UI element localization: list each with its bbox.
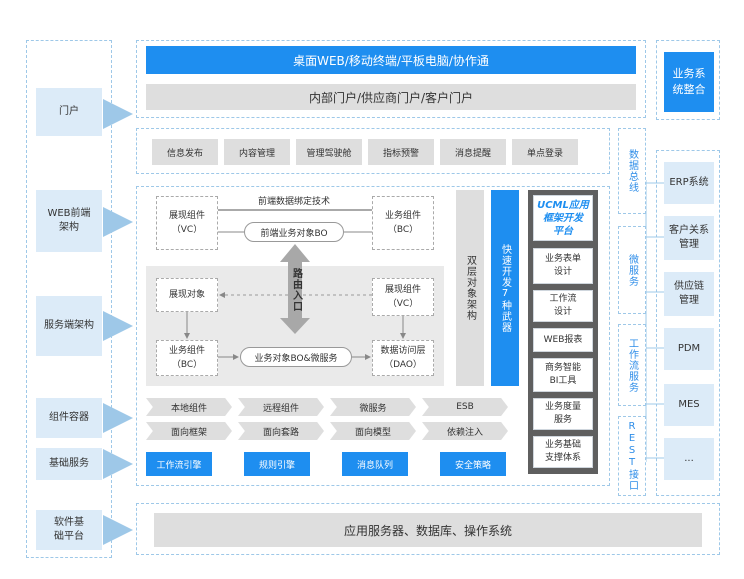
platform-bar: 应用服务器、数据库、操作系统	[154, 513, 702, 547]
container-microservice: 微服务	[330, 398, 416, 416]
ucml-form-design: 业务表单 设计	[533, 248, 593, 284]
tab-single-sign-on: 单点登录	[512, 139, 578, 165]
server-bc-box: 业务组件 （BC）	[156, 340, 218, 376]
tab-content-management: 内容管理	[224, 139, 290, 165]
device-bar: 桌面WEB/移动终端/平板电脑/协作通	[146, 46, 636, 74]
workflow-service-side: 工作流服务	[618, 324, 646, 406]
tab-message-reminder: 消息提醒	[440, 139, 506, 165]
server-arch-label: 服务端架构	[36, 296, 102, 356]
rest-interface-side: REST接口	[618, 416, 646, 496]
container-local-component: 本地组件	[146, 398, 232, 416]
web-tabs-frame	[136, 128, 610, 174]
server-bo-pill: 业务对象BO&微服务	[240, 347, 352, 367]
system-erp: ERP系统	[664, 162, 714, 204]
portal-frame	[136, 40, 646, 118]
ucml-workflow-design: 工作流 设计	[533, 290, 593, 322]
system-more: ...	[664, 438, 714, 480]
data-bus: 数据总线	[618, 128, 646, 214]
base-services-label: 基础服务	[36, 448, 102, 480]
server-vc-box: 展现组件 （VC）	[372, 278, 434, 316]
tab-management-cockpit: 管理驾驶舱	[296, 139, 362, 165]
system-pdm: PDM	[664, 328, 714, 370]
software-platform-label: 软件基 础平台	[36, 510, 102, 550]
integration-box: 业务系 统整合	[664, 52, 714, 112]
frontend-vc-box: 展现组件 （VC）	[156, 196, 218, 250]
portal-types-bar: 内部门户/供应商门户/客户门户	[146, 84, 636, 110]
container-framework-oriented: 面向框架	[146, 422, 232, 440]
component-container-label: 组件容器	[36, 398, 102, 438]
frontend-bo-pill: 前端业务对象BO	[244, 222, 344, 242]
rule-engine: 规则引擎	[244, 452, 310, 476]
container-dependency-injection: 依赖注入	[422, 422, 508, 440]
microservice-side: 微服务	[618, 226, 646, 314]
frontend-bc-box: 业务组件 （BC）	[372, 196, 434, 250]
core-frame	[136, 186, 610, 486]
system-mes: MES	[664, 384, 714, 426]
ucml-bi-tool: 商务智能 BI工具	[533, 358, 593, 392]
portal-label: 门户	[36, 88, 102, 136]
systems-frame	[656, 150, 720, 496]
container-remote-component: 远程组件	[238, 398, 324, 416]
container-esb: ESB	[422, 398, 508, 416]
system-crm: 客户关系 管理	[664, 216, 714, 260]
tab-indicator-warning: 指标预警	[368, 139, 434, 165]
ucml-metrics-service: 业务度量 服务	[533, 398, 593, 430]
binding-label: 前端数据绑定技术	[257, 197, 330, 207]
double-layer-box: 双层对象架构	[456, 190, 484, 386]
ucml-web-report: WEB报表	[533, 328, 593, 352]
rapid-dev-box: 快速开发7种武器	[491, 190, 519, 386]
message-queue: 消息队列	[342, 452, 408, 476]
platform-frame	[136, 503, 720, 555]
tab-info-publish: 信息发布	[152, 139, 218, 165]
left-column-frame	[26, 40, 112, 558]
workflow-engine: 工作流引擎	[146, 452, 212, 476]
ucml-support-system: 业务基础 支撑体系	[533, 436, 593, 468]
container-routine-oriented: 面向套路	[238, 422, 324, 440]
ucml-title: UCML应用 框架开发 平台	[533, 195, 593, 241]
container-model-oriented: 面向模型	[330, 422, 416, 440]
integration-frame	[656, 40, 720, 120]
show-object-box: 展现对象	[156, 278, 218, 312]
route-entry-label: 路由入口	[290, 268, 302, 312]
security-policy: 安全策略	[440, 452, 506, 476]
dao-box: 数据访问层 （DAO）	[372, 340, 434, 376]
web-frontend-label: WEB前端 架构	[36, 190, 102, 252]
system-supply-chain: 供应链 管理	[664, 272, 714, 316]
